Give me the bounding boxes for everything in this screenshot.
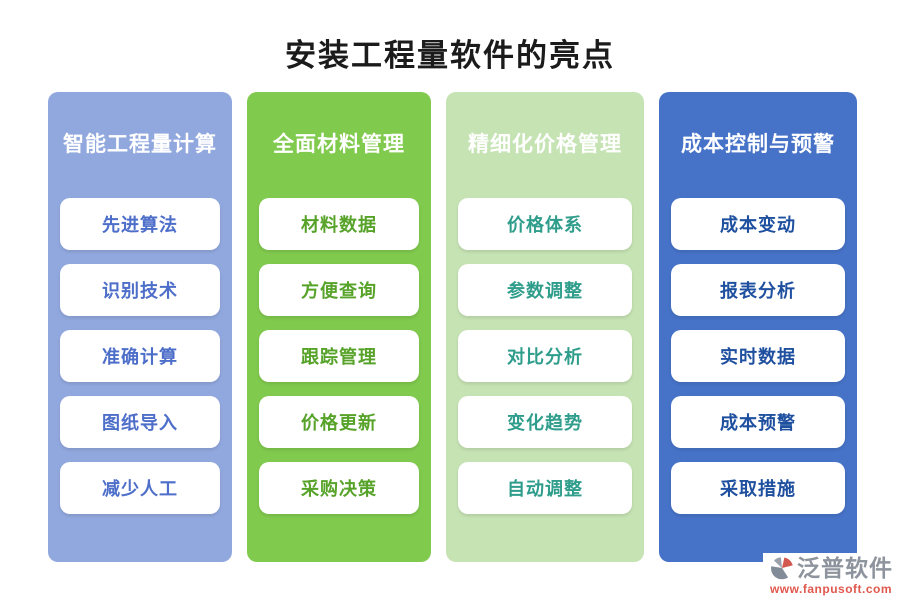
feature-card: 价格更新 [259,396,419,448]
column-smart-quantity-calculation: 智能工程量计算 先进算法 识别技术 准确计算 图纸导入 减少人工 [48,92,232,562]
feature-card: 图纸导入 [60,396,220,448]
fanpu-logo: 泛普软件 www.fanpusoft.com [763,553,895,598]
feature-card: 实时数据 [671,330,845,382]
fanpu-logo-url: www.fanpusoft.com [769,582,893,596]
column-header: 全面材料管理 [273,133,405,156]
feature-card: 识别技术 [60,264,220,316]
feature-card: 采购决策 [259,462,419,514]
feature-card: 成本变动 [671,198,845,250]
feature-card: 变化趋势 [458,396,632,448]
feature-card: 减少人工 [60,462,220,514]
column-refined-price-management: 精细化价格管理 价格体系 参数调整 对比分析 变化趋势 自动调整 [446,92,644,562]
card-list: 材料数据 方便查询 跟踪管理 价格更新 采购决策 [247,198,431,514]
column-cost-control-warning: 成本控制与预警 成本变动 报表分析 实时数据 成本预警 采取措施 [659,92,857,562]
feature-card: 成本预警 [671,396,845,448]
fanpu-logo-row: 泛普软件 [769,555,893,581]
feature-columns: 智能工程量计算 先进算法 识别技术 准确计算 图纸导入 减少人工 全面材料管理 … [48,92,857,562]
page-title: 安装工程量软件的亮点 [285,38,615,73]
fanpu-logo-icon [771,557,793,580]
feature-card: 报表分析 [671,264,845,316]
feature-card: 方便查询 [259,264,419,316]
column-header: 精细化价格管理 [468,133,622,156]
column-material-management: 全面材料管理 材料数据 方便查询 跟踪管理 价格更新 采购决策 [247,92,431,562]
feature-card: 材料数据 [259,198,419,250]
card-list: 成本变动 报表分析 实时数据 成本预警 采取措施 [659,198,857,514]
feature-card: 采取措施 [671,462,845,514]
feature-card: 准确计算 [60,330,220,382]
feature-card: 参数调整 [458,264,632,316]
card-list: 先进算法 识别技术 准确计算 图纸导入 减少人工 [48,198,232,514]
feature-card: 自动调整 [458,462,632,514]
feature-card: 价格体系 [458,198,632,250]
column-header: 智能工程量计算 [63,133,217,156]
feature-card: 先进算法 [60,198,220,250]
column-header: 成本控制与预警 [681,133,835,156]
feature-card: 对比分析 [458,330,632,382]
card-list: 价格体系 参数调整 对比分析 变化趋势 自动调整 [446,198,644,514]
fanpu-logo-text: 泛普软件 [797,555,893,581]
feature-card: 跟踪管理 [259,330,419,382]
